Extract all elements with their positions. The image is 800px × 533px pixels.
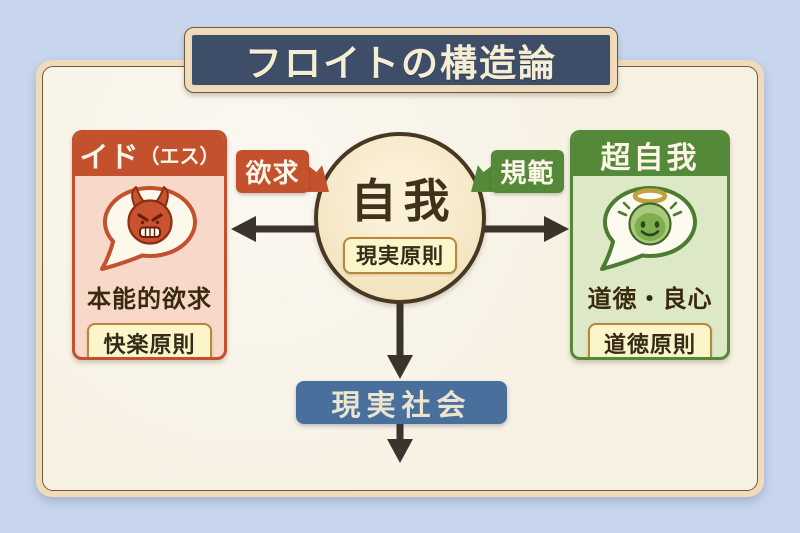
devil-face-icon	[99, 186, 197, 271]
id-box: イド（エス） 本能的欲求 快楽原則	[72, 130, 227, 360]
ego-circle: 自我 現実原則	[314, 132, 486, 304]
arrow-society-down	[387, 424, 413, 463]
angel-face-icon	[600, 186, 697, 271]
moral-principle-badge: 道徳原則	[587, 323, 712, 357]
superego-box-title: 超自我	[600, 141, 700, 175]
society-banner: 現実社会	[296, 381, 507, 424]
reality-principle-badge: 現実原則	[343, 236, 457, 274]
title-banner-plate: フロイトの構造論	[190, 33, 612, 87]
pleasure-principle-badge: 快楽原則	[87, 323, 212, 357]
title-banner: フロイトの構造論	[184, 27, 618, 93]
id-box-body: 本能的欲求 快楽原則	[75, 176, 224, 357]
superego-box-description: 道徳・良心	[587, 286, 713, 313]
id-box-title: イド	[79, 141, 140, 174]
id-box-description: 本能的欲求	[87, 286, 212, 313]
superego-box: 超自我 道徳・良心 道徳原則	[570, 130, 730, 360]
superego-box-header: 超自我	[573, 133, 727, 176]
norm-label: 規範	[491, 150, 564, 193]
arrow-ego-to-society	[387, 296, 413, 379]
superego-box-body: 道徳・良心 道徳原則	[573, 176, 727, 357]
page-title: フロイトの構造論	[245, 43, 557, 84]
desire-label: 欲求	[236, 150, 309, 193]
ego-label: 自我	[350, 174, 457, 227]
id-box-header: イド（エス）	[75, 133, 224, 176]
id-box-subtitle: （エス）	[139, 146, 220, 168]
